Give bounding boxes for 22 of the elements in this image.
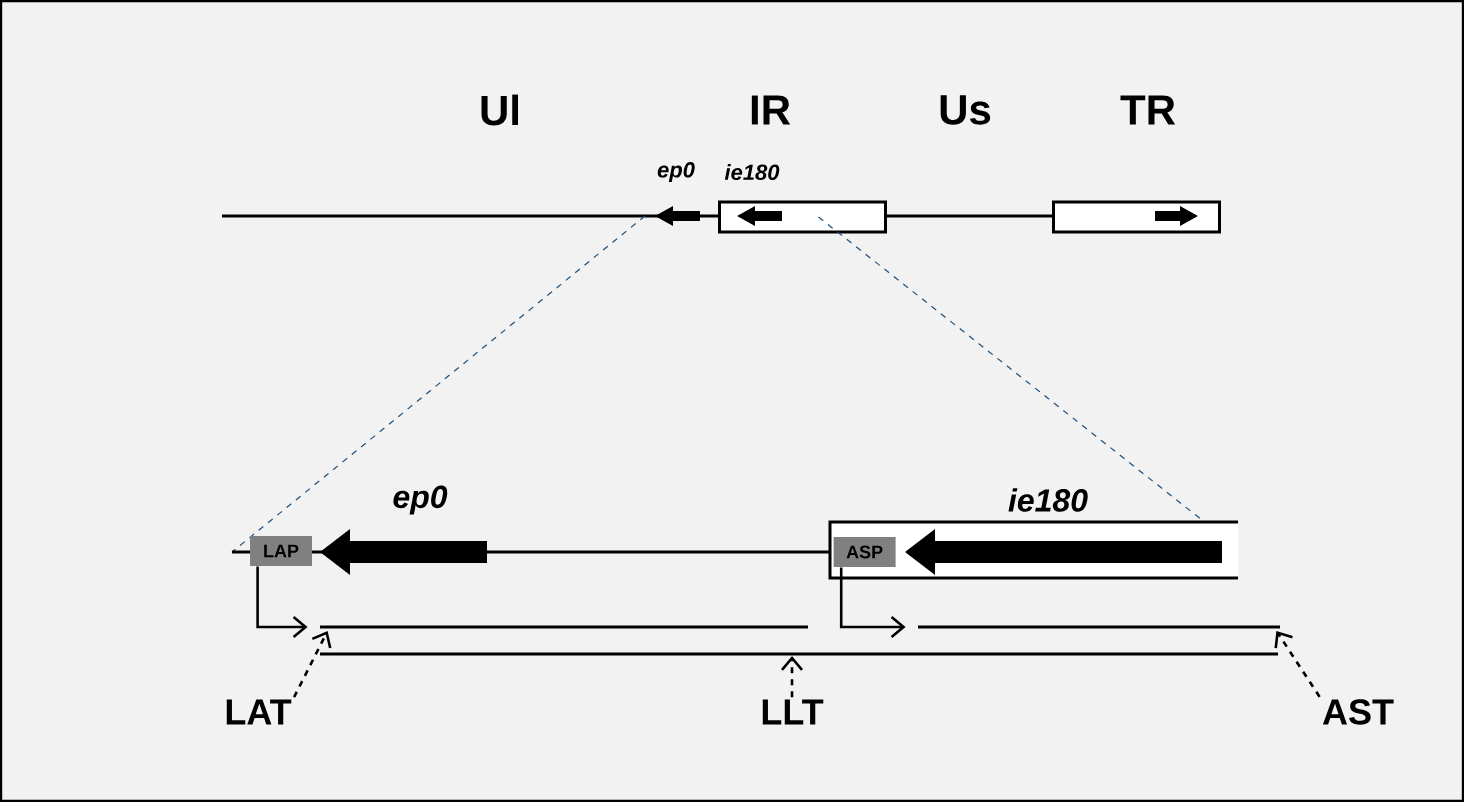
leader-line bbox=[292, 630, 332, 698]
region-box bbox=[718, 200, 887, 234]
promoter-arrow bbox=[839, 567, 906, 638]
region-label: IR bbox=[751, 95, 791, 125]
transcript-label: AST bbox=[1322, 699, 1394, 725]
node-label: ie180 bbox=[1008, 488, 1088, 512]
leader-line bbox=[1274, 630, 1321, 698]
promoter-arrow bbox=[256, 566, 308, 638]
gene-label: ie180 bbox=[724, 163, 780, 181]
gene-label: ep0 bbox=[393, 485, 448, 515]
promoter-box: ASP bbox=[833, 537, 896, 567]
zoom-line bbox=[817, 216, 1205, 523]
transcript-label: LAT bbox=[226, 699, 292, 725]
transcript-line bbox=[320, 652, 1278, 656]
region-label: TR bbox=[1120, 95, 1176, 125]
region-label: Ul bbox=[481, 94, 518, 126]
region-label: Us bbox=[940, 95, 991, 125]
region-box bbox=[1052, 200, 1221, 234]
promoter-box: LAP bbox=[250, 536, 312, 566]
gene-label: ep0 bbox=[657, 162, 695, 182]
leader-line bbox=[781, 655, 803, 698]
transcript-label: LLT bbox=[762, 699, 824, 725]
